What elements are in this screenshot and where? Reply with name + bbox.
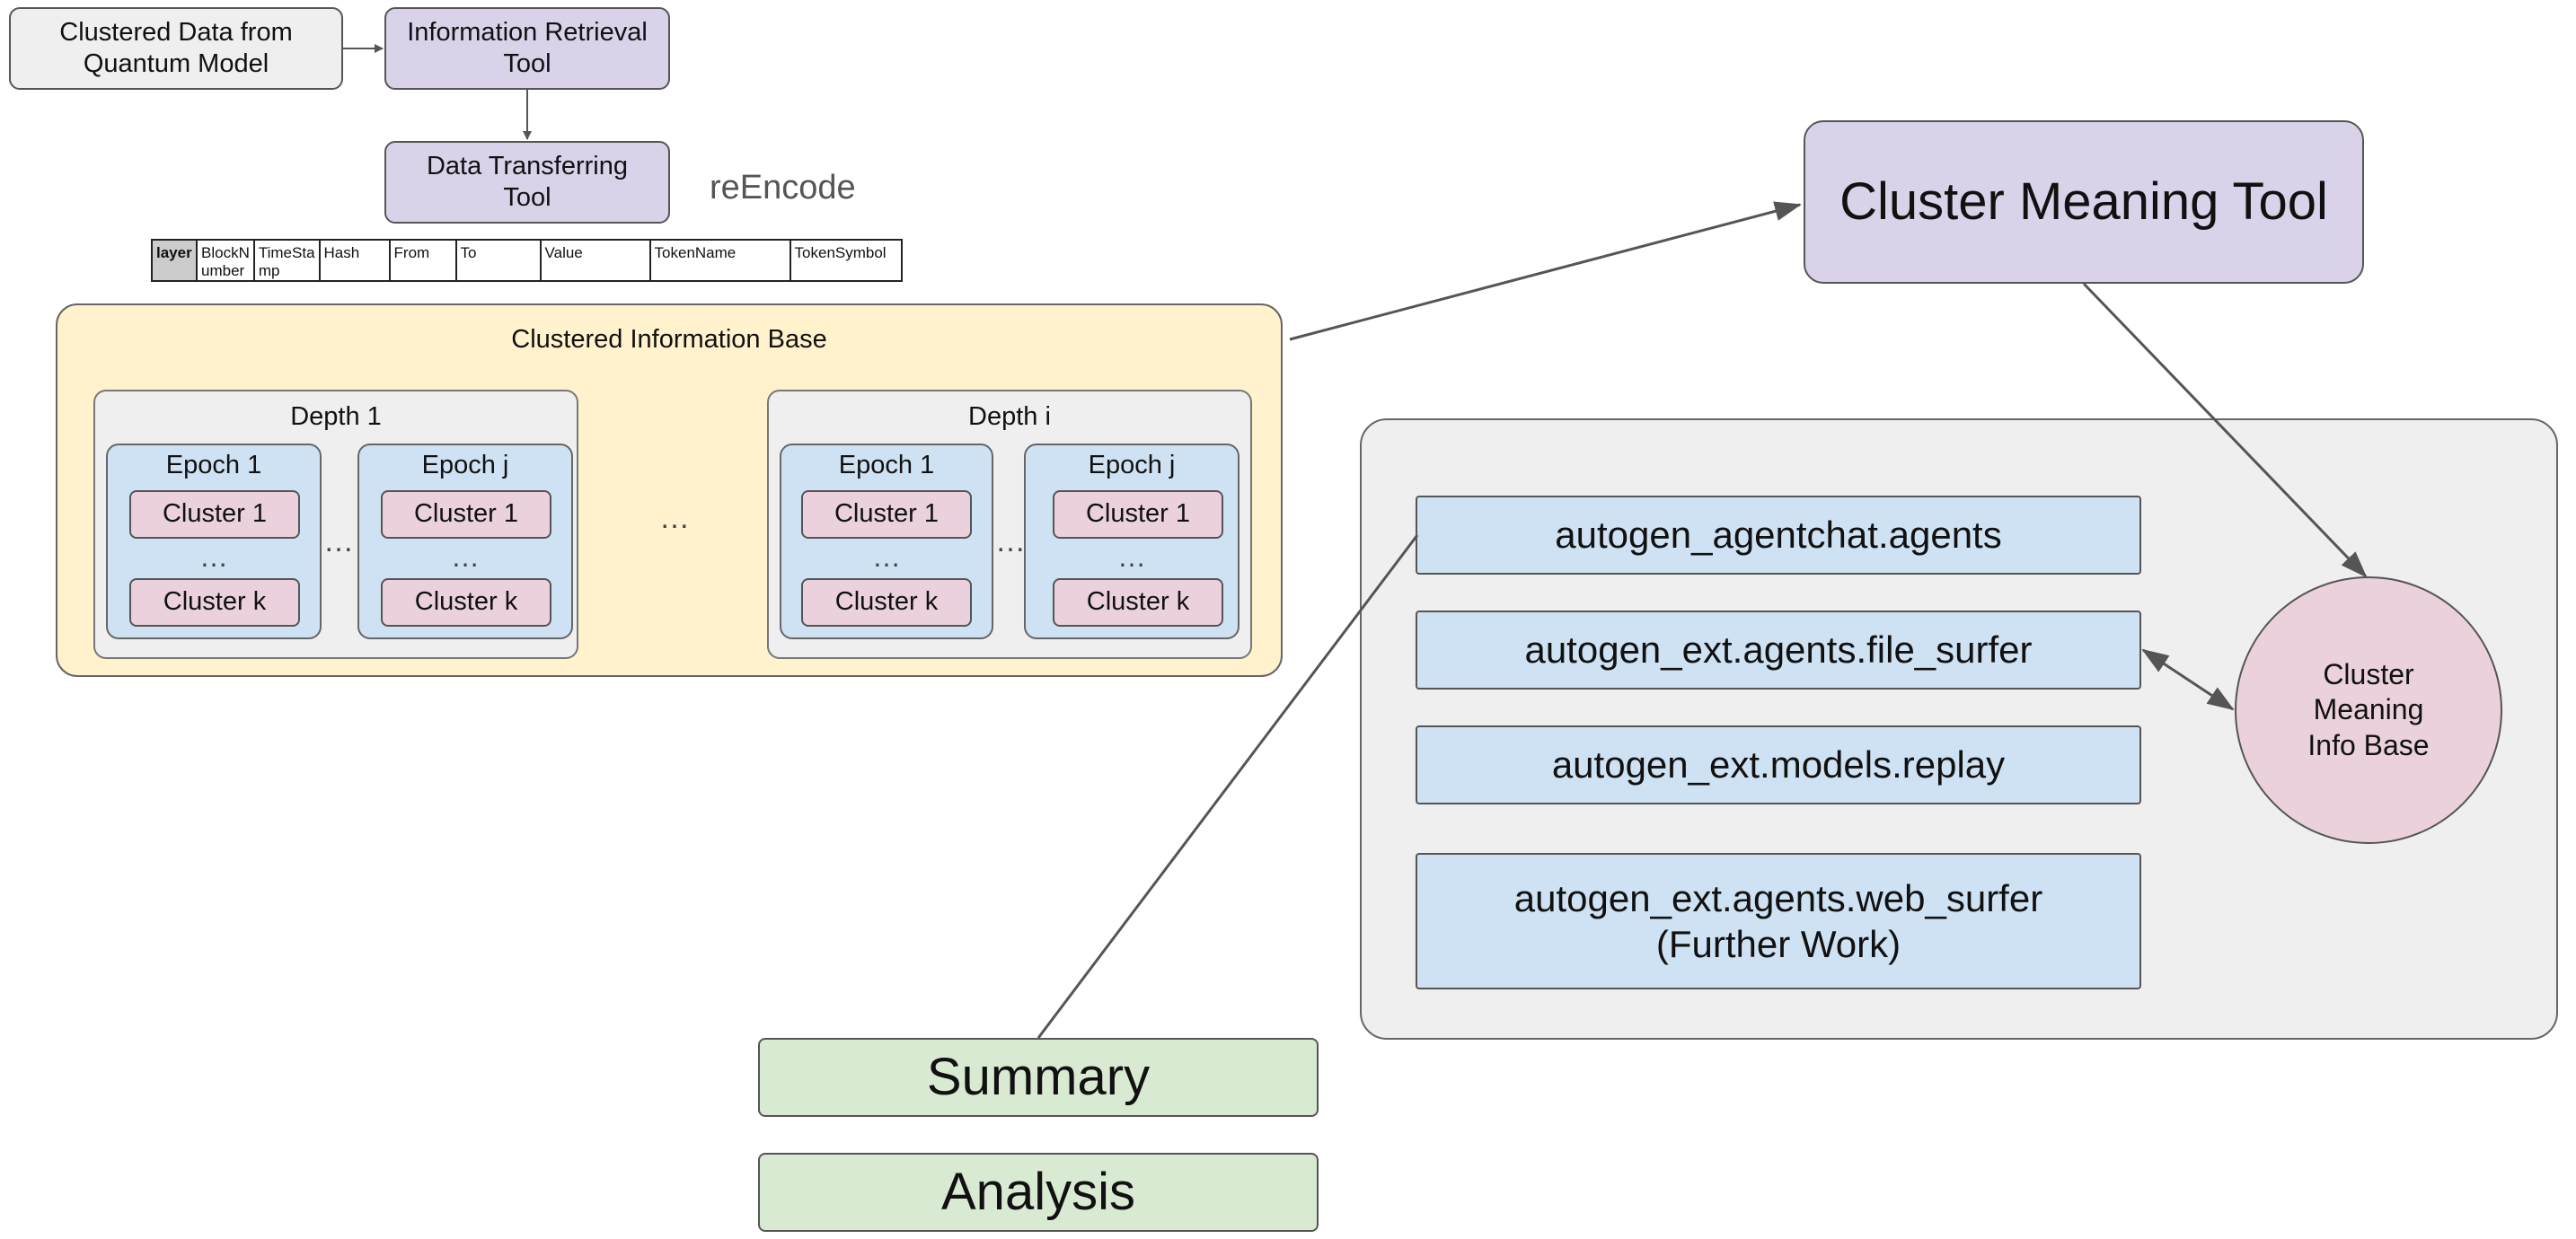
meaning-tool-to-info-base-arrow	[2082, 282, 2368, 578]
cluster-ellipsis: …	[1117, 540, 1146, 573]
reencode-label: reEncode	[710, 169, 856, 206]
column-header: From	[388, 239, 457, 282]
epoch-title: Epoch 1	[838, 451, 935, 479]
cluster-ellipsis: …	[199, 540, 228, 573]
module-box-agentchat-agents: autogen_agentchat.agents	[1416, 496, 2141, 575]
depth-group: Depth i Epoch 1 Cluster 1 … Cluster k … …	[767, 390, 1252, 659]
cluster-ellipsis: …	[872, 540, 901, 573]
module-box-file-surfer: autogen_ext.agents.file_surfer	[1416, 611, 2141, 690]
epoch-group: Epoch j Cluster 1 … Cluster k	[1024, 444, 1239, 639]
cluster-meaning-info-base-circle: Cluster Meaning Info Base	[2235, 576, 2502, 844]
clustered-information-base-title: Clustered Information Base	[511, 325, 827, 354]
column-header: Hash	[318, 239, 391, 282]
agents-to-summary-line	[1037, 534, 1419, 1039]
schema-header-row: layer BlockN umber TimeSta mp Hash From …	[151, 239, 903, 282]
summary-box: Summary	[758, 1038, 1319, 1117]
column-header: Value	[539, 239, 651, 282]
cluster-box: Cluster 1	[129, 490, 300, 539]
epoch-group: Epoch 1 Cluster 1 … Cluster k	[780, 444, 993, 639]
infobase-to-meaning-tool-arrow	[1289, 201, 1802, 341]
epoch-group: Epoch j Cluster 1 … Cluster k	[357, 444, 573, 639]
cluster-box: Cluster k	[381, 578, 551, 627]
cluster-meaning-tool-box: Cluster Meaning Tool	[1804, 120, 2364, 284]
column-header: TokenSymbol	[789, 239, 903, 282]
epoch-ellipsis: …	[995, 524, 1026, 558]
cluster-box: Cluster k	[129, 578, 300, 627]
module-box-models-replay: autogen_ext.models.replay	[1416, 725, 2141, 804]
clustered-information-base-panel: Clustered Information Base Depth 1 Epoch…	[56, 303, 1283, 677]
cluster-ellipsis: …	[451, 540, 480, 573]
depth-title: Depth 1	[290, 402, 382, 431]
cluster-box: Cluster 1	[381, 490, 551, 539]
depth-title: Depth i	[968, 402, 1051, 431]
epoch-title: Epoch j	[1088, 451, 1176, 479]
column-header: TokenName	[648, 239, 791, 282]
module-box-web-surfer: autogen_ext.agents.web_surfer (Further W…	[1416, 853, 2141, 989]
cluster-box: Cluster k	[1053, 578, 1223, 627]
quantum-data-source-box: Clustered Data from Quantum Model	[9, 7, 343, 90]
depth-ellipsis: …	[659, 501, 690, 535]
depth-group: Depth 1 Epoch 1 Cluster 1 … Cluster k … …	[93, 390, 578, 659]
analysis-box: Analysis	[758, 1153, 1319, 1232]
data-transferring-tool-box: Data Transferring Tool	[384, 141, 670, 224]
information-retrieval-tool-box: Information Retrieval Tool	[384, 7, 670, 90]
cluster-box: Cluster 1	[1053, 490, 1223, 539]
column-header: layer	[151, 239, 198, 282]
column-header: BlockN umber	[196, 239, 255, 282]
schema-table: layer BlockN umber TimeSta mp Hash From …	[151, 239, 903, 282]
column-header: To	[454, 239, 542, 282]
epoch-title: Epoch j	[421, 451, 509, 479]
epoch-group: Epoch 1 Cluster 1 … Cluster k	[106, 444, 322, 639]
cluster-box: Cluster k	[801, 578, 972, 627]
cluster-box: Cluster 1	[801, 490, 972, 539]
file-surfer-info-base-arrow	[2141, 648, 2235, 711]
epoch-ellipsis: …	[323, 524, 354, 558]
column-header: TimeSta mp	[252, 239, 321, 282]
epoch-title: Epoch 1	[165, 451, 262, 479]
